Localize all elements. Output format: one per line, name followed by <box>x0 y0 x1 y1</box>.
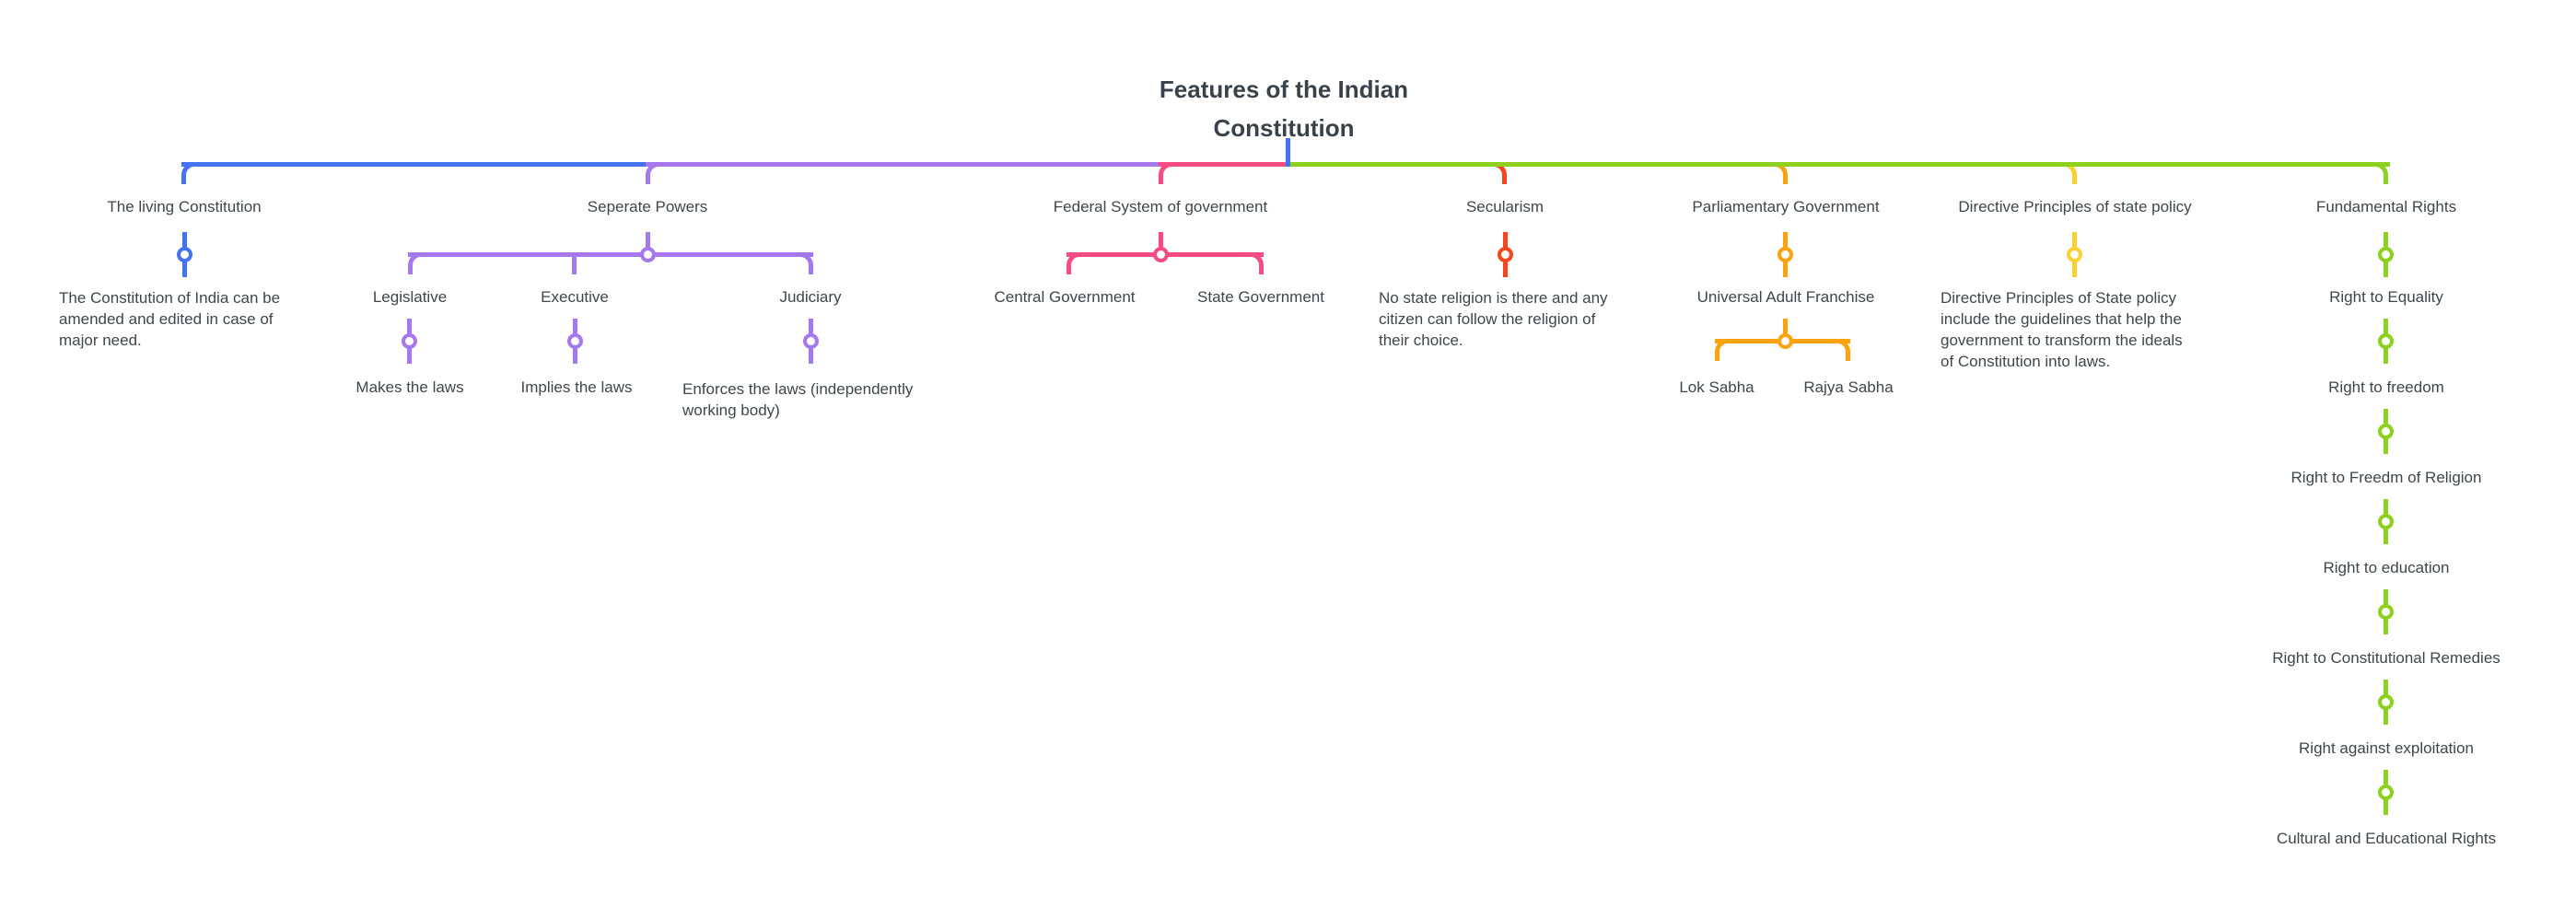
node-label-legislative[interactable]: Legislative <box>372 288 448 306</box>
node-label-universal-adult-franchise[interactable]: Universal Adult Franchise <box>1696 288 1875 306</box>
connector-node-icon <box>640 232 656 262</box>
node-label-right-to-freedom[interactable]: Right to freedom <box>2328 378 2444 396</box>
root-title-line-2: Constitution <box>1213 114 1355 142</box>
node-label-right-to-freedom-of-religion[interactable]: Right to Freedm of Religion <box>2290 469 2482 486</box>
main-line-segment-pink <box>1159 162 1290 167</box>
connector-node-icon <box>2378 499 2394 544</box>
main-line-segment-purple <box>646 162 1162 167</box>
connector-node-icon <box>1153 232 1169 262</box>
bracket-corner <box>1832 339 1850 361</box>
node-label-directive-principles[interactable]: Directive Principles of state policy <box>1958 198 2192 215</box>
bracket-corner <box>1245 252 1264 274</box>
root-connector-line <box>1286 138 1290 167</box>
connector-node-icon <box>402 319 417 364</box>
node-label-lok-sabha[interactable]: Lok Sabha <box>1679 378 1754 396</box>
branch-elbow-federal-system <box>1159 162 1183 184</box>
description-line: their choice. <box>1379 331 1463 349</box>
node-label-cultural-and-educational-rights[interactable]: Cultural and Educational Rights <box>2276 830 2497 847</box>
bracket-corner <box>408 252 426 274</box>
node-label-right-to-equality[interactable]: Right to Equality <box>2329 288 2443 306</box>
branch-elbow-living-constitution <box>181 162 205 184</box>
node-note-enforces-the-laws[interactable]: Enforces the laws (independently working… <box>682 378 968 421</box>
bracket-corner <box>1715 339 1733 361</box>
bracket-corner <box>795 252 813 274</box>
node-label-executive[interactable]: Executive <box>541 288 609 306</box>
node-label-state-government[interactable]: State Government <box>1197 288 1324 306</box>
connector-node-icon <box>2378 409 2394 454</box>
node-label-right-to-education[interactable]: Right to education <box>2323 559 2450 576</box>
connector-node-icon <box>803 319 819 364</box>
connector-node-icon <box>1498 232 1513 277</box>
bracket-corner <box>1067 252 1085 274</box>
children-bracket-line <box>408 252 813 257</box>
node-label-fundamental-rights[interactable]: Fundamental Rights <box>2315 198 2457 215</box>
node-label-right-against-exploitation[interactable]: Right against exploitation <box>2299 739 2474 757</box>
main-line-segment-green <box>1288 162 2390 167</box>
branch-elbow-fundamental-rights <box>2364 162 2388 184</box>
root-title-line-1: Features of the Indian <box>1159 76 1409 103</box>
node-description-secularism[interactable]: No state religion is there and any citiz… <box>1379 287 1646 351</box>
root-node-title[interactable]: Features of the Indian Constitution <box>1160 70 1408 147</box>
note-line: Enforces the laws (independently <box>682 380 914 398</box>
node-label-rajya-sabha[interactable]: Rajya Sabha <box>1803 378 1894 396</box>
node-label-living-constitution[interactable]: The living Constitution <box>107 198 262 215</box>
node-label-right-to-constitutional-remedies[interactable]: Right to Constitutional Remedies <box>2272 649 2500 667</box>
bracket-drop-line <box>572 252 577 274</box>
node-label-federal-system[interactable]: Federal System of government <box>1053 198 1268 215</box>
description-line: The Constitution of India can be <box>59 289 281 307</box>
connector-node-icon <box>2378 232 2394 277</box>
connector-node-icon <box>1778 319 1793 349</box>
description-line: include the guidelines that help the <box>1941 310 2182 328</box>
connector-node-icon <box>2378 770 2394 815</box>
node-label-secularism[interactable]: Secularism <box>1465 198 1544 215</box>
node-note-implies-the-laws[interactable]: Implies the laws <box>520 378 633 396</box>
connector-node-icon <box>177 232 192 277</box>
node-label-parliamentary[interactable]: Parliamentary Government <box>1692 198 1880 215</box>
branch-elbow-seperate-powers <box>646 162 670 184</box>
connector-node-icon <box>2067 232 2082 277</box>
connector-node-icon <box>1778 232 1793 277</box>
description-line: government to transform the ideals <box>1941 331 2183 349</box>
node-label-seperate-powers[interactable]: Seperate Powers <box>587 198 708 215</box>
description-line: No state religion is there and any <box>1379 289 1608 307</box>
connector-node-icon <box>2378 680 2394 725</box>
description-line: amended and edited in case of <box>59 310 274 328</box>
connector-node-icon <box>2378 319 2394 364</box>
node-description-directive-principles[interactable]: Directive Principles of State policy inc… <box>1941 287 2235 372</box>
node-label-judiciary[interactable]: Judiciary <box>779 288 842 306</box>
node-label-central-government[interactable]: Central Government <box>994 288 1136 306</box>
description-line: citizen can follow the religion of <box>1379 310 1596 328</box>
connector-node-icon <box>2378 589 2394 634</box>
node-note-makes-the-laws[interactable]: Makes the laws <box>356 378 464 396</box>
main-line-segment-blue <box>181 162 647 167</box>
node-description-living-constitution[interactable]: The Constitution of India can be amended… <box>59 287 321 351</box>
connector-node-icon <box>567 319 583 364</box>
note-line: working body) <box>682 401 780 419</box>
description-line: major need. <box>59 331 142 349</box>
description-line: of Constitution into laws. <box>1941 353 2111 370</box>
description-line: Directive Principles of State policy <box>1941 289 2177 307</box>
